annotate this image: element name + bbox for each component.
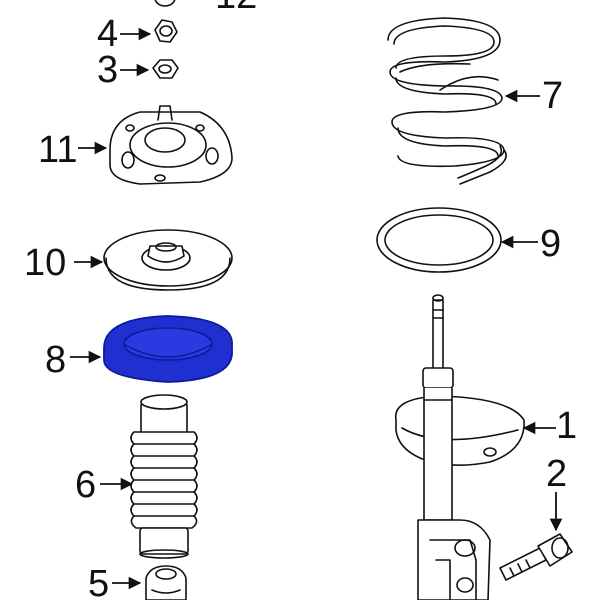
callout-label-7: 7 bbox=[542, 75, 563, 117]
part-11-strut-mount[interactable]: 11 bbox=[38, 105, 233, 185]
callout-label-2: 2 bbox=[546, 453, 567, 495]
part-5-bump-stop[interactable]: 5 bbox=[88, 563, 187, 600]
part-1-strut-assembly[interactable]: 1 bbox=[395, 294, 577, 600]
callout-label-8: 8 bbox=[45, 339, 66, 381]
part-9-lower-insulator[interactable]: 9 bbox=[376, 207, 561, 273]
callout-label-11: 11 bbox=[38, 129, 77, 171]
part-4-nut[interactable]: 4 bbox=[97, 13, 178, 55]
part-7-coil-spring[interactable]: 7 bbox=[387, 17, 563, 185]
part-2-bolt[interactable]: 2 bbox=[499, 453, 573, 581]
part-10-spring-seat[interactable]: 10 bbox=[24, 229, 233, 291]
callout-label-9: 9 bbox=[540, 223, 561, 265]
part-8-spring-insulator-highlighted[interactable]: 8 bbox=[45, 315, 233, 383]
part-3-washer-nut[interactable]: 3 bbox=[97, 49, 179, 91]
callout-label-4: 4 bbox=[97, 13, 118, 55]
callout-label-10: 10 bbox=[24, 242, 66, 284]
part-6-dust-boot[interactable]: 6 bbox=[75, 394, 198, 559]
callout-label-5: 5 bbox=[88, 563, 109, 600]
callout-label-6: 6 bbox=[75, 464, 96, 506]
callout-label-1: 1 bbox=[556, 405, 577, 447]
part-12-callout[interactable]: 12 bbox=[154, 0, 257, 17]
callout-label-3: 3 bbox=[97, 49, 118, 91]
part-12-nut bbox=[154, 0, 176, 7]
callout-label-12: 12 bbox=[215, 0, 257, 17]
